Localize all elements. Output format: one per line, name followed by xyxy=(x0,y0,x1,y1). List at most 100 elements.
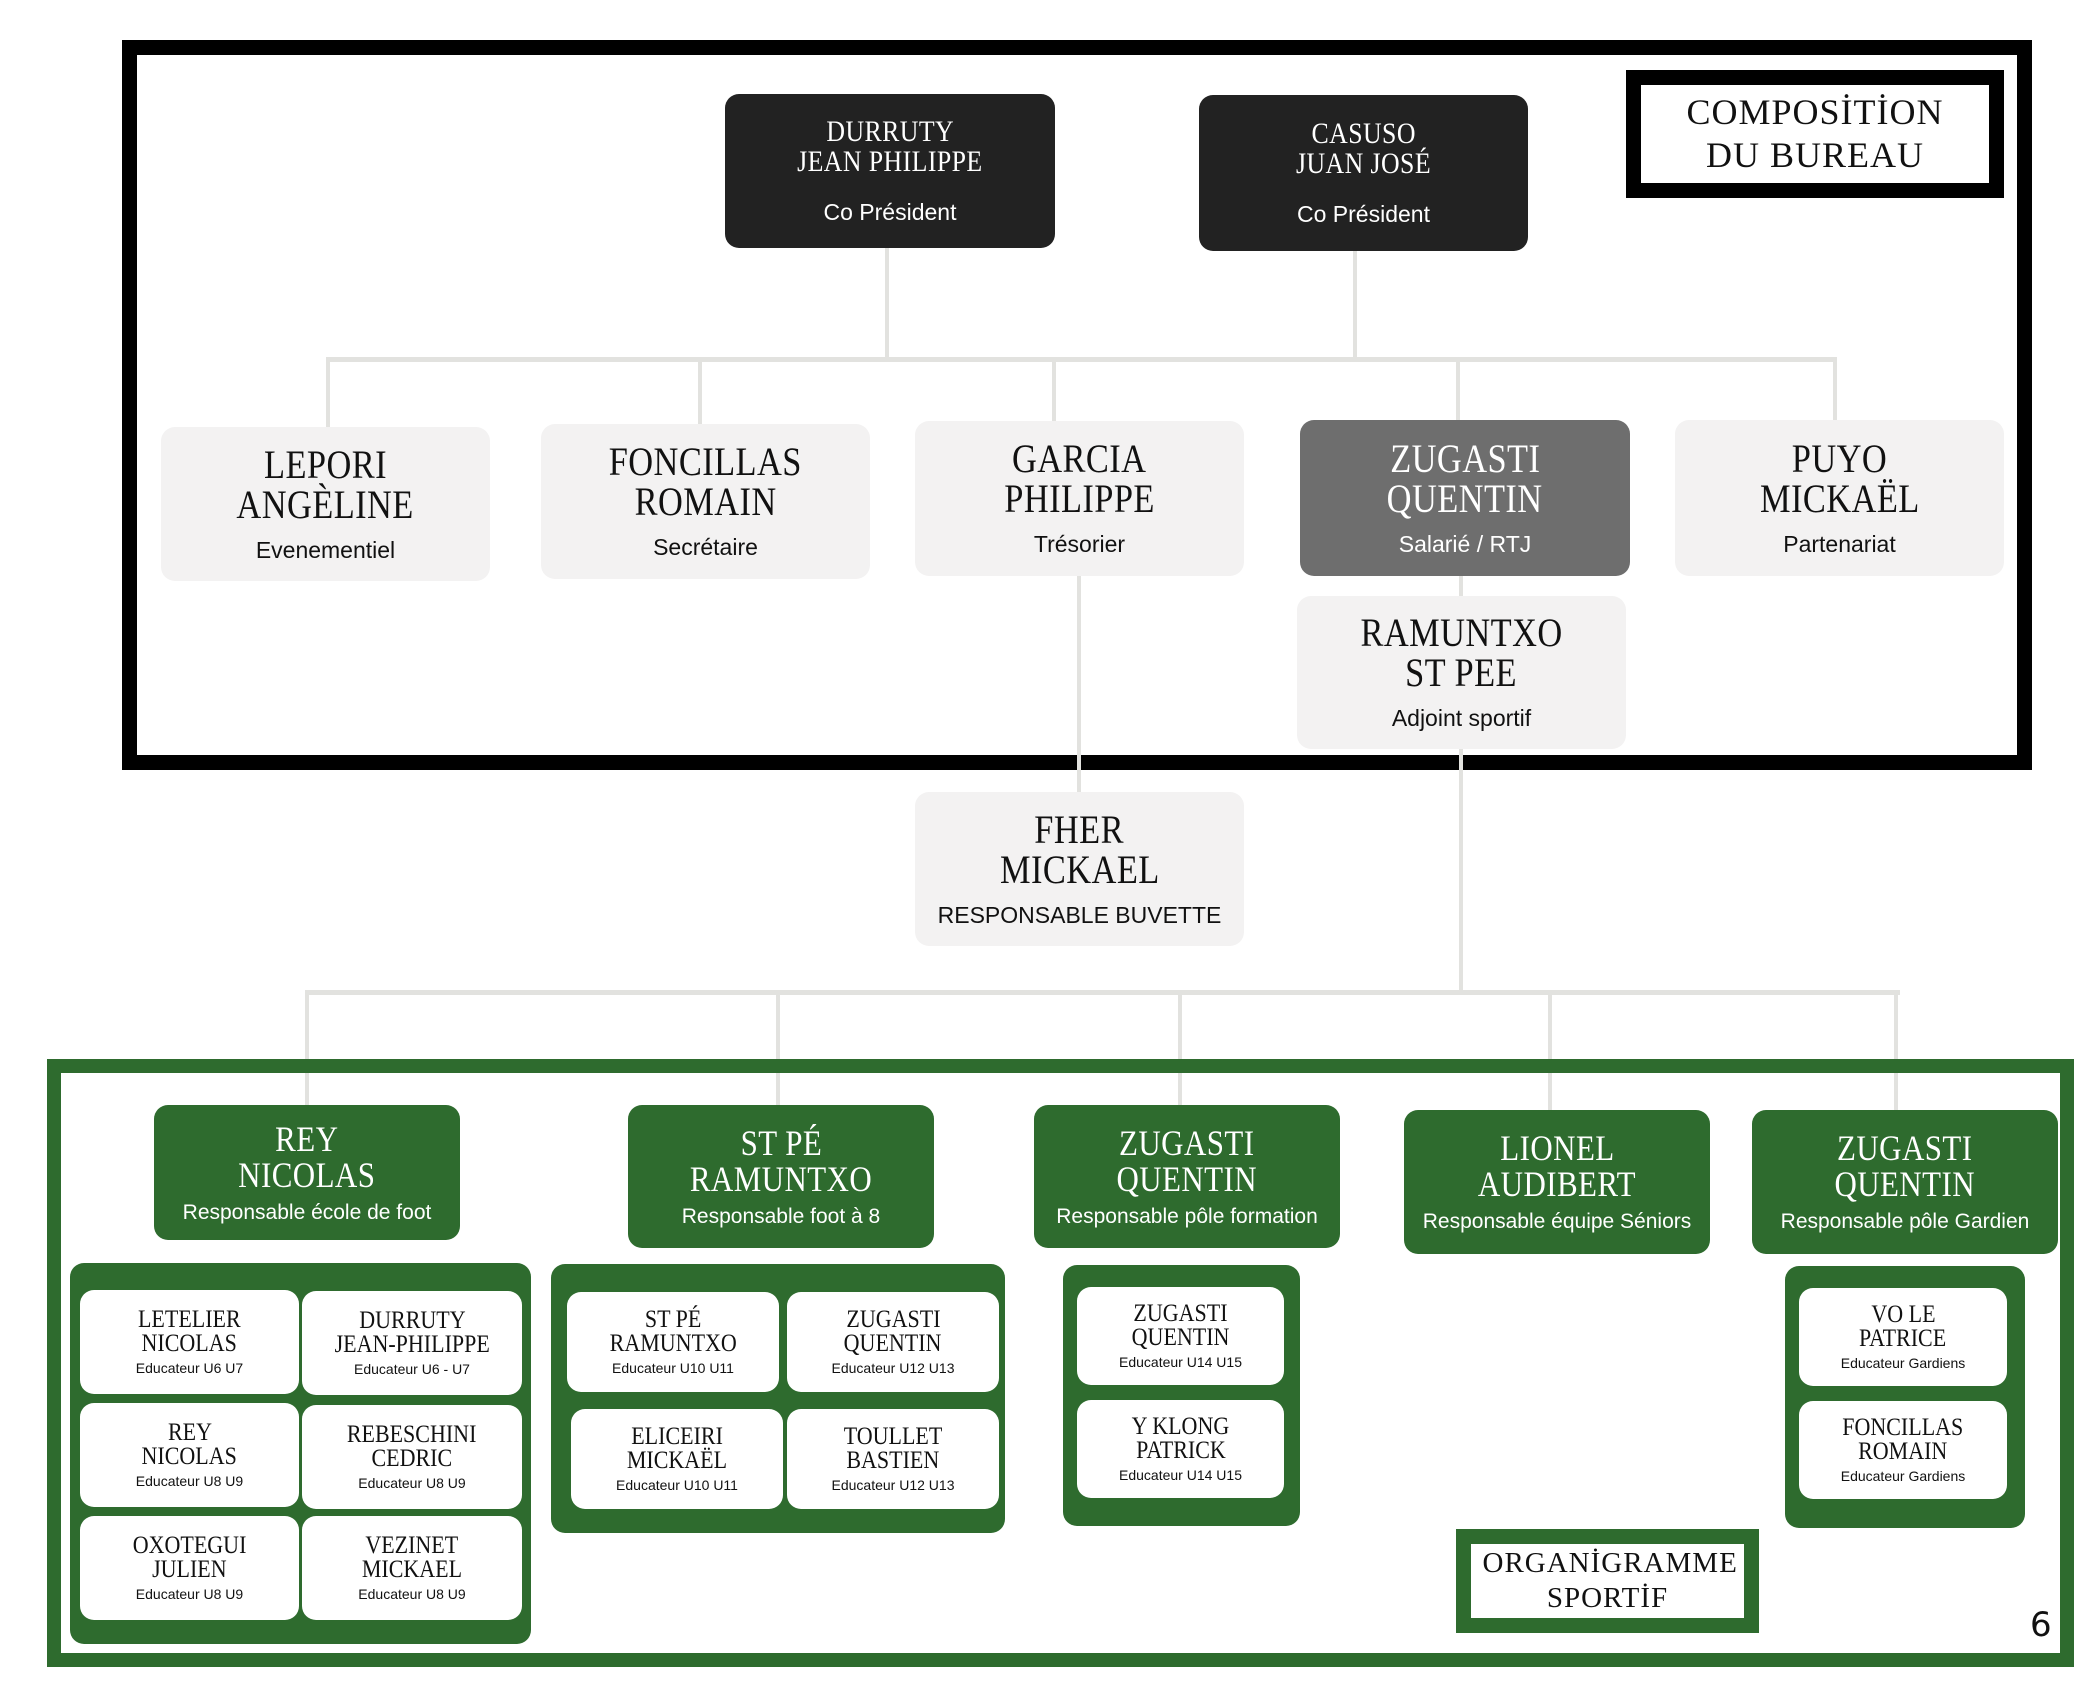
sportif-title: ORGANİGRAMME SPORTİF xyxy=(1482,1547,1738,1614)
educator-group: ST PÉ RAMUNTXO Educateur U10 U11 ZUGASTI… xyxy=(551,1264,1005,1533)
name-line2: QUENTIN xyxy=(1834,1164,1976,1204)
role-label: Educateur U12 U13 xyxy=(831,1359,955,1376)
bureau-title: COMPOSİTİON DU BUREAU xyxy=(1686,91,1944,175)
educator-card: REBESCHINI CEDRIC Educateur U8 U9 xyxy=(302,1405,522,1509)
president-card: DURRUTY JEAN PHILIPPE Co Président xyxy=(725,94,1055,248)
name-line1: DURRUTY xyxy=(358,1307,466,1335)
educator-card: VEZINET MICKAEL Educateur U8 U9 xyxy=(302,1516,522,1620)
connector xyxy=(1548,993,1552,1110)
name-line2: ST PEE xyxy=(1405,650,1518,695)
member-card: PUYO MICKAËL Partenariat xyxy=(1675,420,2004,576)
name-line1: ZUGASTI xyxy=(1389,435,1541,481)
name-line2: JULIEN xyxy=(152,1556,227,1583)
role-label: Educateur Gardiens xyxy=(1840,1467,1966,1484)
role-label: Educateur U10 U11 xyxy=(616,1476,738,1493)
connector xyxy=(1353,251,1357,360)
name-line1: LIONEL xyxy=(1499,1128,1615,1168)
role-label: Partenariat xyxy=(1783,530,1896,557)
role-label: Co Président xyxy=(1297,200,1430,227)
connector xyxy=(698,360,702,426)
connector xyxy=(305,990,1900,995)
name-line2: RAMUNTXO xyxy=(609,1330,737,1357)
connector xyxy=(1456,360,1460,422)
educator-card: Y KLONG PATRICK Educateur U14 U15 xyxy=(1077,1400,1284,1498)
name-line2: ANGÈLINE xyxy=(236,481,415,527)
name-line2: MICKAËL xyxy=(1759,475,1920,521)
connector xyxy=(326,357,1837,362)
name-line1: RAMUNTXO xyxy=(1360,610,1563,655)
role-label: Responsable école de foot xyxy=(182,1200,432,1224)
lead-card: REY NICOLAS Responsable école de foot xyxy=(154,1105,460,1240)
educator-card: ELICEIRI MICKAËL Educateur U10 U11 xyxy=(571,1409,783,1509)
name-line1: FONCILLAS xyxy=(608,439,803,484)
name-line1: REY xyxy=(167,1419,212,1447)
role-label: Educateur U8 U9 xyxy=(135,1472,244,1489)
name-line2: QUENTIN xyxy=(844,1330,942,1357)
role-label: Responsable équipe Séniors xyxy=(1422,1210,1692,1233)
adjoint-card: RAMUNTXO ST PEE Adjoint sportif xyxy=(1297,596,1626,749)
connector xyxy=(1833,360,1837,422)
role-label: Secrétaire xyxy=(653,534,758,560)
name-line2: JEAN-PHILIPPE xyxy=(334,1331,490,1358)
educator-card: LETELIER NICOLAS Educateur U6 U7 xyxy=(80,1290,299,1394)
name-line2: QUENTIN xyxy=(1387,475,1543,521)
sportif-frame xyxy=(47,1059,2074,1667)
member-card-highlighted: ZUGASTI QUENTIN Salarié / RTJ xyxy=(1300,420,1630,576)
educator-group: ZUGASTI QUENTIN Educateur U14 U15 Y KLON… xyxy=(1063,1265,1300,1526)
name-line1: DURRUTY xyxy=(826,114,954,148)
connector xyxy=(1459,575,1463,600)
buvette-card: FHER MICKAEL RESPONSABLE BUVETTE xyxy=(915,792,1244,946)
name-line2: CEDRIC xyxy=(371,1445,453,1472)
role-label: Responsable pôle Gardien xyxy=(1780,1210,2030,1233)
name-line1: ZUGASTI xyxy=(845,1306,941,1334)
role-label: Educateur U8 U9 xyxy=(358,1585,466,1602)
role-label: Educateur U12 U13 xyxy=(831,1476,955,1493)
name-line2: QUENTIN xyxy=(1116,1158,1258,1199)
role-label: Evenementiel xyxy=(255,536,396,563)
name-line2: RAMUNTXO xyxy=(689,1158,873,1199)
lead-card: LIONEL AUDIBERT Responsable équipe Sénio… xyxy=(1404,1110,1710,1254)
connector xyxy=(776,993,780,1105)
role-label: Educateur U14 U15 xyxy=(1119,1466,1242,1483)
president-card: CASUSO JUAN JOSÉ Co Président xyxy=(1199,95,1528,251)
educator-card: REY NICOLAS Educateur U8 U9 xyxy=(80,1403,299,1507)
educator-group: LETELIER NICOLAS Educateur U6 U7 DURRUTY… xyxy=(70,1263,531,1644)
sportif-title-box: ORGANİGRAMME SPORTİF xyxy=(1456,1529,1759,1633)
name-line2: PHILIPPE xyxy=(1004,476,1155,521)
name-line1: VO LE xyxy=(1870,1301,1936,1329)
name-line2: NICOLAS xyxy=(141,1443,238,1470)
name-line1: PUYO xyxy=(1791,435,1888,481)
name-line2: ROMAIN xyxy=(1858,1438,1948,1465)
name-line1: CASUSO xyxy=(1311,116,1416,150)
role-label: Educateur Gardiens xyxy=(1840,1354,1966,1371)
name-line1: ZUGASTI xyxy=(1133,1300,1228,1328)
name-line2: MICKAEL xyxy=(999,846,1160,892)
name-line1: VEZINET xyxy=(365,1532,459,1560)
educator-card: OXOTEGUI JULIEN Educateur U8 U9 xyxy=(80,1516,299,1620)
name-line1: ZUGASTI xyxy=(1119,1122,1255,1163)
educator-card: DURRUTY JEAN-PHILIPPE Educateur U6 - U7 xyxy=(302,1291,522,1395)
name-line1: LEPORI xyxy=(264,441,387,487)
name-line1: GARCIA xyxy=(1012,436,1147,481)
name-line2: NICOLAS xyxy=(141,1330,238,1357)
role-label: Educateur U8 U9 xyxy=(358,1474,466,1491)
name-line1: FHER xyxy=(1034,806,1125,852)
educator-card: ST PÉ RAMUNTXO Educateur U10 U11 xyxy=(567,1292,779,1392)
name-line1: ELICEIRI xyxy=(631,1423,723,1451)
member-card: FONCILLAS ROMAIN Secrétaire xyxy=(541,424,870,579)
name-line2: ROMAIN xyxy=(634,479,777,524)
name-line2: JUAN JOSÉ xyxy=(1295,146,1432,180)
educator-card: FONCILLAS ROMAIN Educateur Gardiens xyxy=(1799,1401,2007,1499)
bureau-title-box: COMPOSİTİON DU BUREAU xyxy=(1626,70,2004,198)
role-label: Educateur U14 U15 xyxy=(1119,1353,1242,1370)
name-line2: PATRICE xyxy=(1859,1325,1947,1352)
connector xyxy=(1178,993,1182,1105)
member-card: GARCIA PHILIPPE Trésorier xyxy=(915,421,1244,576)
role-label: Educateur U8 U9 xyxy=(135,1585,244,1602)
lead-card: ST PÉ RAMUNTXO Responsable foot à 8 xyxy=(628,1105,934,1248)
role-label: Adjoint sportif xyxy=(1391,705,1532,731)
role-label: Salarié / RTJ xyxy=(1398,530,1532,557)
name-line2: AUDIBERT xyxy=(1477,1164,1637,1204)
name-line1: ZUGASTI xyxy=(1837,1128,1973,1168)
name-line2: JEAN PHILIPPE xyxy=(797,144,983,178)
